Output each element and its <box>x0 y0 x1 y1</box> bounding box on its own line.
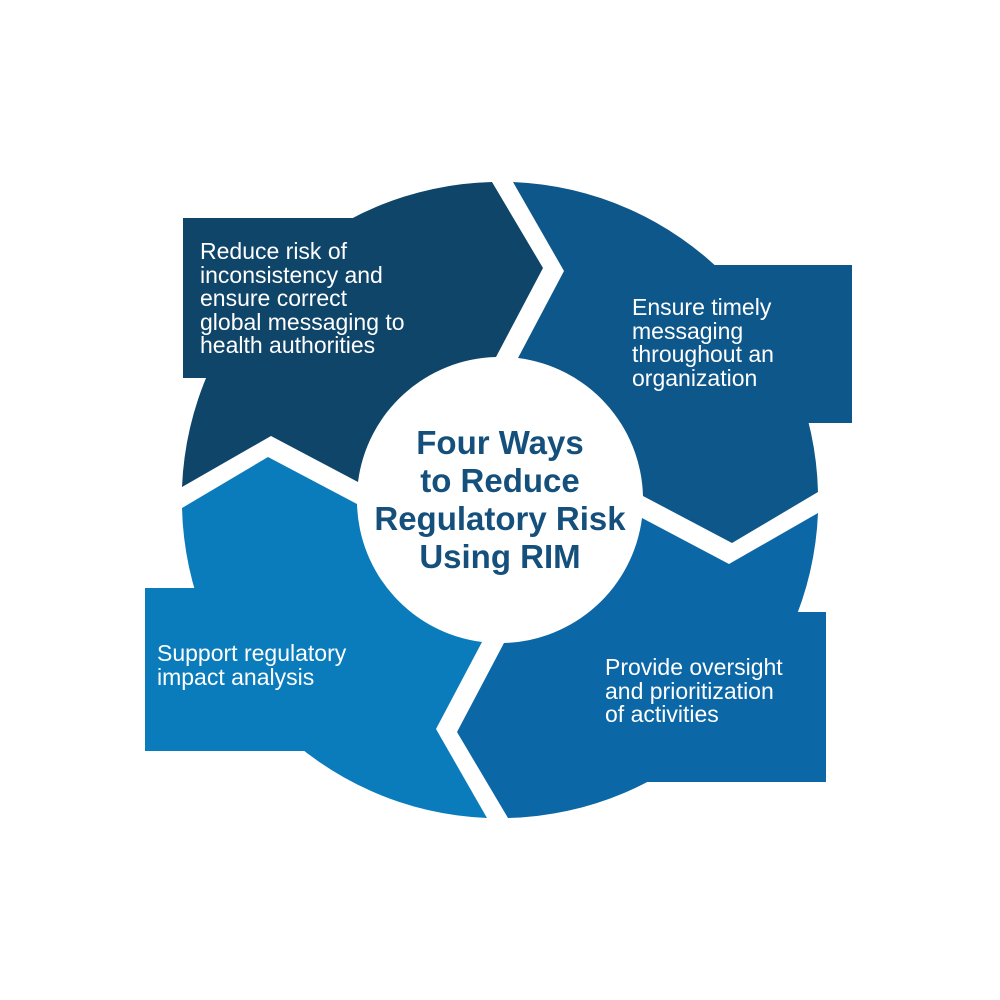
segment-bottom-right-text-box <box>647 612 826 782</box>
label-line: health authorities <box>200 332 376 358</box>
segment-top-right-text-box <box>622 265 852 423</box>
label-line: organization <box>632 364 758 391</box>
label-line: Ensure timely <box>632 294 772 320</box>
label-line: impact analysis <box>157 663 315 690</box>
label-line: Using RIM <box>419 538 581 575</box>
label-line: Support regulatory <box>157 640 347 666</box>
segment-top-left-text-box <box>183 218 423 378</box>
label-line: Four Ways <box>416 424 584 461</box>
label-line: of activities <box>605 701 719 727</box>
label-line: inconsistency and <box>200 261 383 288</box>
label-line: throughout an <box>632 341 774 367</box>
label-line: to Reduce <box>420 462 580 499</box>
segment-bottom-right-arrow-shape <box>457 513 818 818</box>
label-line: Regulatory Risk <box>374 500 626 537</box>
label-line: ensure correct <box>200 285 348 311</box>
label-line: and prioritization <box>605 677 774 704</box>
label-line: Provide oversight <box>605 654 783 680</box>
label-line: messaging <box>632 317 744 344</box>
segment-bottom-left-text-box <box>145 588 385 751</box>
label-line: global messaging to <box>200 308 405 335</box>
label-line: Reduce risk of <box>200 238 348 264</box>
